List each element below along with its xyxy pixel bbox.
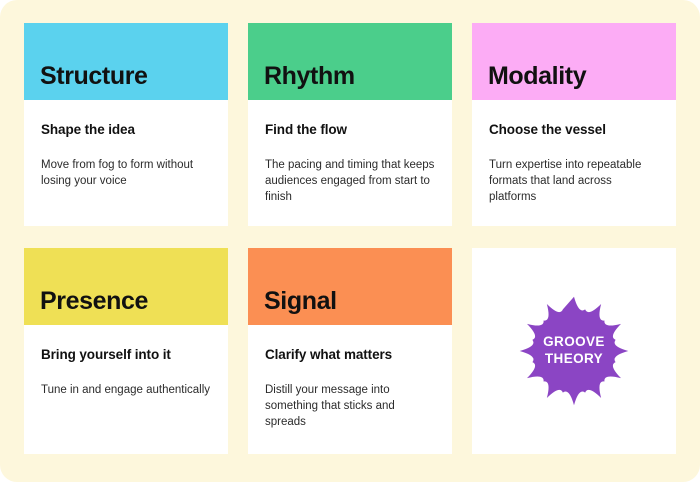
card-rhythm[interactable]: Rhythm Find the flow The pacing and timi… <box>248 23 452 226</box>
card-header-modality: Modality <box>472 23 676 100</box>
card-description: The pacing and timing that keeps audienc… <box>265 158 435 204</box>
badge-line-2: THEORY <box>544 351 604 366</box>
card-header-rhythm: Rhythm <box>248 23 452 100</box>
card-structure[interactable]: Structure Shape the idea Move from fog t… <box>24 23 228 226</box>
card-presence[interactable]: Presence Bring yourself into it Tune in … <box>24 248 228 454</box>
card-title: Presence <box>40 287 148 315</box>
badge-text: GROOVE THEORY <box>543 334 605 368</box>
card-subtitle: Shape the idea <box>41 122 135 137</box>
card-body: Shape the idea Move from fog to form wit… <box>24 100 228 226</box>
card-title: Structure <box>40 62 148 90</box>
badge-wrap: GROOVE THEORY <box>515 292 633 410</box>
card-header-signal: Signal <box>248 248 452 325</box>
card-brand-badge[interactable]: GROOVE THEORY <box>472 248 676 454</box>
card-subtitle: Find the flow <box>265 122 347 137</box>
card-body: Choose the vessel Turn expertise into re… <box>472 100 676 226</box>
card-subtitle: Choose the vessel <box>489 122 606 137</box>
card-grid: Structure Shape the idea Move from fog t… <box>24 23 676 454</box>
card-description: Distill your message into something that… <box>265 383 395 429</box>
card-description: Move from fog to form without losing you… <box>41 158 194 187</box>
card-title: Modality <box>488 62 587 90</box>
card-body: Bring yourself into it Tune in and engag… <box>24 325 228 454</box>
card-body: Find the flow The pacing and timing that… <box>248 100 452 226</box>
card-subtitle: Bring yourself into it <box>41 347 171 362</box>
starburst-icon <box>519 296 629 406</box>
card-description: Tune in and engage authentically <box>41 383 211 396</box>
card-signal[interactable]: Signal Clarify what matters Distill your… <box>248 248 452 454</box>
card-modality[interactable]: Modality Choose the vessel Turn expertis… <box>472 23 676 226</box>
badge-line-1: GROOVE <box>543 334 605 350</box>
card-title: Rhythm <box>264 62 355 90</box>
card-subtitle: Clarify what matters <box>265 347 393 362</box>
card-description: Turn expertise into repeatable formats t… <box>489 158 642 204</box>
card-title: Signal <box>264 287 337 315</box>
card-header-presence: Presence <box>24 248 228 325</box>
card-header-structure: Structure <box>24 23 228 100</box>
card-body: Clarify what matters Distill your messag… <box>248 325 452 454</box>
